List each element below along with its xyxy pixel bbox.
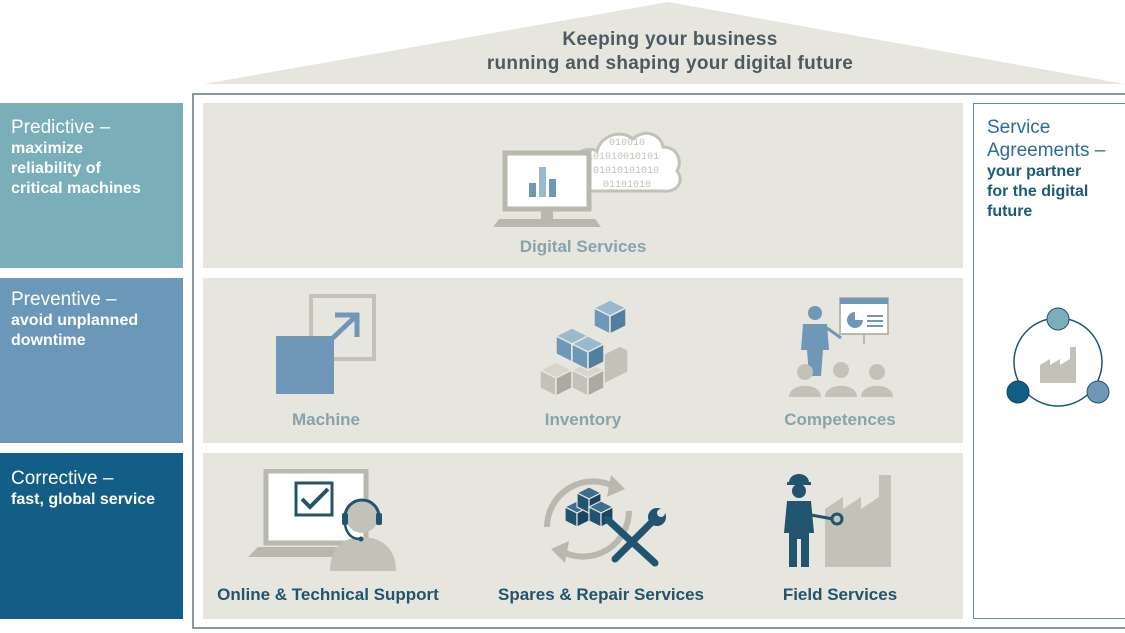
computer-cloud-icon: 010010 101010010101 01010101010 01101010 — [493, 131, 682, 227]
level-predictive-subtitle-3: critical machines — [11, 180, 141, 197]
level-predictive-subtitle-1: maximize — [11, 140, 84, 157]
machine-expand-icon — [276, 294, 376, 394]
service-agreements-box: Service Agreements – your partner for th… — [973, 103, 1125, 619]
level-preventive-title: Preventive – — [11, 289, 117, 310]
training-presentation-icon — [789, 297, 893, 397]
corrective-panel: Online & Technical Support Spares & Repa… — [203, 453, 963, 619]
cloud-binary-2: 101010010101 — [587, 152, 659, 163]
spares-repair-icon — [544, 475, 666, 567]
digital-services-panel: 010010 101010010101 01010101010 01101010… — [203, 103, 963, 268]
level-preventive-subtitle-2: downtime — [11, 332, 86, 349]
level-predictive: Predictive – maximize reliability of cri… — [0, 103, 183, 268]
level-corrective-subtitle-1: fast, global service — [11, 491, 156, 508]
level-preventive: Preventive – avoid unplanned downtime — [0, 278, 183, 443]
roof-title-line-1: Keeping your business — [562, 29, 778, 50]
digital-services-label: Digital Services — [519, 237, 647, 256]
service-agreements-title-1: Service — [987, 117, 1051, 138]
house-frame — [192, 93, 1125, 629]
inventory-label: Inventory — [544, 410, 622, 429]
field-worker-icon — [784, 474, 891, 567]
roof-title-line-2: running and shaping your digital future — [486, 53, 854, 74]
preventive-panel: Machine Inventory — [203, 278, 963, 443]
roof-title: Keeping your business running and shapin… — [330, 28, 1010, 76]
spares-repair-services-label: Spares & Repair Services — [497, 585, 704, 604]
cloud-binary-1: 010010 — [609, 138, 645, 149]
service-agreements-subtitle-1: your partner — [987, 163, 1082, 180]
field-services-label: Field Services — [782, 585, 898, 604]
factory-cycle-icon — [1006, 307, 1110, 407]
level-corrective-title: Corrective – — [11, 468, 114, 489]
laptop-headset-icon — [248, 469, 396, 571]
level-corrective: Corrective – fast, global service — [0, 453, 183, 619]
level-predictive-title: Predictive – — [11, 117, 111, 138]
online-technical-support-label: Online & Technical Support — [217, 585, 439, 604]
competences-label: Competences — [784, 410, 896, 429]
service-agreements-title-2: Agreements – — [987, 140, 1106, 161]
level-preventive-subtitle-1: avoid unplanned — [11, 312, 139, 329]
inventory-boxes-icon — [538, 299, 629, 398]
level-predictive-subtitle-2: reliability of — [11, 160, 101, 177]
service-agreements-subtitle-3: future — [987, 203, 1033, 220]
service-agreements-subtitle-2: for the digital — [987, 183, 1089, 200]
machine-label: Machine — [291, 410, 361, 429]
cloud-binary-4: 01101010 — [603, 180, 651, 191]
cloud-binary-3: 01010101010 — [593, 166, 659, 177]
roof-shape — [204, 2, 1125, 84]
